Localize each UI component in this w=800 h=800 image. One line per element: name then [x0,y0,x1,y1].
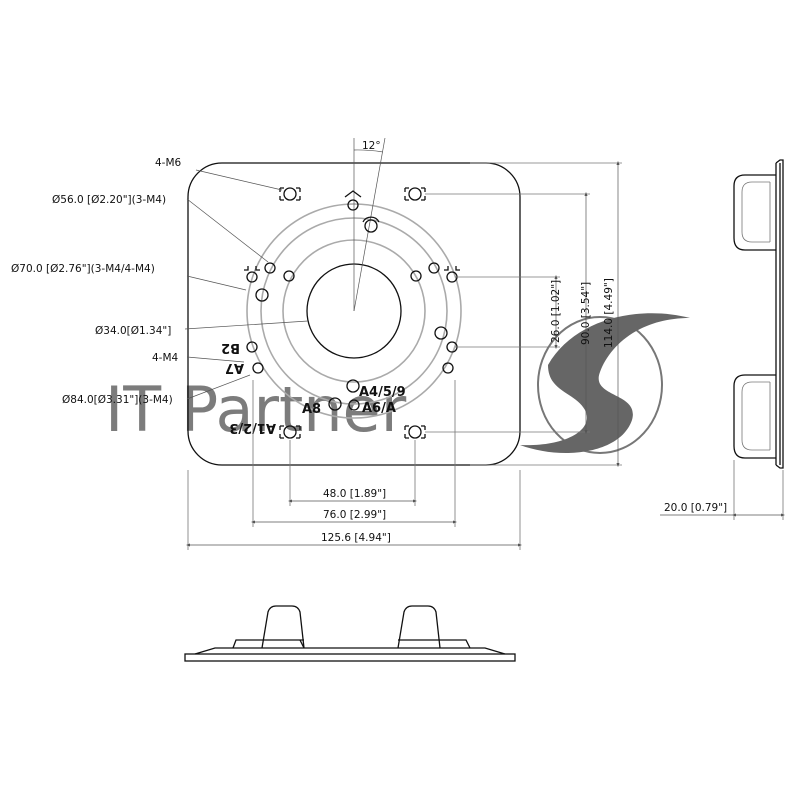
callout-d34: Ø34.0[Ø1.34"] [95,325,171,337]
callouts: 4-M6 Ø56.0 [Ø2.20"](3-M4) Ø70.0 [Ø2.76"]… [11,157,309,406]
label-a459: A4/5/9 [359,385,406,400]
front-boss-right [397,605,441,649]
m4-hole [255,288,269,302]
m4-holes [244,190,460,411]
dim-26: 26.0 [1.02"] [550,280,562,343]
m4-hole [252,362,264,374]
dim-76: 76.0 [2.99"] [323,509,386,521]
front-boss-left [261,605,305,649]
m4-hole [348,399,360,411]
angle-line-12 [353,137,386,312]
dim-48: 48.0 [1.89"] [323,488,386,500]
label-a8: A8 [302,402,321,417]
m4-hole [442,362,454,374]
m4-hole [410,270,422,282]
callout-m6: 4-M6 [155,157,182,169]
m6-hole-tl [279,187,301,201]
top-view: 12° [187,137,521,466]
angle-label: 12° [362,140,381,152]
m4-hole [246,341,258,353]
m6-holes [279,187,426,439]
angle-arc [353,149,384,153]
vertical-dimensions: 26.0 [1.02"] 90.0 [3.54"] 114.0 [4.49"] [425,160,622,468]
label-b2: B2 [221,340,240,355]
dim-20: 20.0 [0.79"] [664,502,727,514]
callout-d56: Ø56.0 [Ø2.20"](3-M4) [52,194,166,206]
callout-m4: 4-M4 [152,352,179,364]
m4-hole [264,262,276,274]
dim-114: 114.0 [4.49"] [603,278,615,348]
horizontal-dimensions: 48.0 [1.89"] 76.0 [2.99"] 125.6 [4.94"] [185,380,523,550]
side-view: 20.0 [0.79"] [660,159,786,520]
front-base [184,653,516,662]
m4-hole [246,271,258,283]
m6-hole-br [404,425,426,439]
m4-hole [283,270,295,282]
m4-hole [346,379,360,393]
dim-125: 125.6 [4.94"] [321,532,391,544]
m4-hole [434,326,448,340]
label-a7: A7 [225,360,244,375]
callout-d70: Ø70.0 [Ø2.76"](3-M4/4-M4) [11,263,155,275]
front-view [184,605,516,662]
dim-90: 90.0 [3.54"] [580,282,592,345]
m4-hole [347,199,359,211]
m6-hole-tr [404,187,426,201]
m4-hole [428,262,440,274]
m4-hole [364,219,378,233]
callout-d84: Ø84.0[Ø3.31"](3-M4) [62,394,173,406]
label-a6a: A6/A [362,401,396,416]
m4-hole [328,397,342,411]
watermark-logo [520,313,690,454]
m6-hole-bl [279,425,301,439]
